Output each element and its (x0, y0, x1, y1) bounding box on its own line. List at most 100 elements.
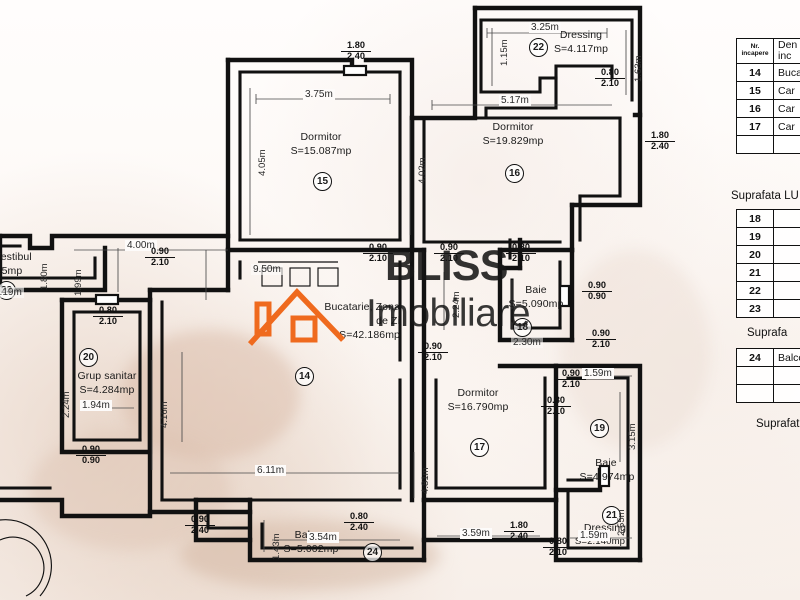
dimension-3-54m: 3.54m (307, 532, 339, 544)
table-row: 24Balco (736, 348, 800, 367)
room-number-19: 19 (590, 419, 609, 438)
opening-height: 2.10 (434, 252, 464, 264)
opening-height: 2.10 (595, 77, 625, 89)
opening-width: 0.90 (562, 368, 580, 378)
dimension-5-17m: 5.17m (499, 95, 531, 107)
opening-height: 2.40 (645, 140, 675, 152)
legend-nr: 20 (736, 245, 774, 264)
opening-marker: 1.80 2.40 (341, 41, 371, 61)
legend-name: Bai (773, 209, 800, 228)
opening-width: 0.90 (588, 280, 606, 290)
dimension-1-59m-upper: 1.59m (582, 368, 614, 380)
legend-name: Balco (773, 348, 800, 367)
opening-marker: 0.80 2.10 (543, 537, 573, 557)
opening-marker: 0.90 0.90 (582, 281, 612, 301)
room-number-14: 14 (295, 367, 314, 386)
opening-marker: 0.90 2.10 (556, 369, 586, 389)
room-label-14-area: S=42.186mp (339, 329, 400, 341)
dimension-3-25m: 3.25m (529, 22, 561, 34)
legend-nr: 15 (736, 81, 774, 101)
legend-name: Car (773, 99, 800, 119)
legend-name: Bai (773, 227, 800, 246)
dimension-3-75m: 3.75m (303, 89, 335, 101)
opening-width: 0.90 (82, 444, 100, 454)
opening-width: 0.90 (440, 242, 458, 252)
opening-height: 2.10 (93, 315, 123, 327)
opening-marker: 1.80 2.40 (645, 131, 675, 151)
opening-width: 0.80 (547, 395, 565, 405)
opening-width: 1.80 (510, 520, 528, 530)
opening-width: 0.90 (424, 341, 442, 351)
opening-height: 0.90 (582, 290, 612, 302)
room-label-21-area: S=2.140mp (574, 536, 626, 547)
dimension-1-15m: 1.15m (499, 39, 510, 66)
opening-height: 2.40 (185, 524, 215, 536)
table-row: 20Grup (736, 245, 800, 264)
opening-height: 2.10 (145, 256, 175, 268)
legend-nr (736, 384, 774, 403)
dimension-4-16m: 4.16m (159, 401, 170, 428)
opening-width: 1.80 (347, 40, 365, 50)
dimension-1-19m: 1.19m (0, 287, 24, 299)
legend-nr: 14 (736, 63, 774, 83)
room-label-14-name-line1: Bucatarie, Zona (324, 301, 400, 313)
dimension-9-50m: 9.50m (251, 264, 283, 276)
room-number-16: 16 (505, 164, 524, 183)
opening-height: 2.40 (344, 521, 374, 533)
dimension-1-43m: 1.43m (271, 533, 282, 560)
room-label-17-area: S=16.790mp (447, 401, 509, 413)
opening-width: 0.80 (549, 536, 567, 546)
room-label-23-name: Vestibul (0, 251, 32, 263)
legend-name: Grup (773, 245, 800, 264)
legend-nr: 17 (736, 117, 774, 137)
opening-marker: 0.90 2.10 (586, 329, 616, 349)
dimension-6-11m: 6.11m (255, 465, 287, 477)
legend-name: Dre (773, 263, 800, 282)
opening-marker: 0.80 2.10 (541, 396, 571, 416)
opening-height: 0.90 (76, 454, 106, 466)
table-row: 23Ves (736, 299, 800, 318)
room-label-22-area: S=4.117mp (553, 43, 609, 55)
room-label-23-area: 15mp (0, 265, 23, 277)
opening-marker: 0.80 2.10 (93, 306, 123, 326)
legend-table-block-3: 24Balco (736, 348, 800, 403)
legend-header-nr-line2: incapere (741, 50, 769, 58)
dimension-1-99m: 1.99m (73, 269, 84, 296)
table-row: 19Bai (736, 227, 800, 246)
legend-name (773, 366, 800, 385)
dimension-1-63m: 1.63m (633, 55, 644, 82)
room-label-16-area: S=19.829mp (482, 135, 544, 147)
opening-width: 0.90 (191, 514, 209, 524)
opening-width: 0.90 (592, 328, 610, 338)
dimension-1-94m: 1.94m (80, 400, 112, 412)
opening-marker: 1.80 2.40 (504, 521, 534, 541)
legend-nr (736, 366, 774, 385)
opening-height: 2.40 (504, 530, 534, 542)
legend-name (773, 135, 800, 155)
room-number-15: 15 (313, 172, 332, 191)
opening-width: 0.90 (151, 246, 169, 256)
opening-width: 0.80 (601, 67, 619, 77)
legend-name: Bucata (773, 63, 800, 83)
legend-nr: 22 (736, 281, 774, 300)
dimension-4-00m: 4.00m (125, 240, 157, 252)
legend-name (773, 384, 800, 403)
room-label-20-area: S=4.284mp (79, 384, 135, 396)
opening-height: 2.10 (541, 405, 571, 417)
opening-height: 2.40 (341, 50, 371, 62)
dimension-2-30m: 2.30m (511, 337, 543, 349)
opening-height: 2.10 (556, 378, 586, 390)
legend-header-name: Den inc (773, 37, 800, 65)
opening-marker: 0.90 2.10 (145, 247, 175, 267)
room-label-22-name: Dressing (559, 29, 603, 41)
opening-marker: 0.80 2.10 (595, 68, 625, 88)
legend-name: Dre (773, 281, 800, 300)
room-label-17-name: Dormitor (457, 387, 499, 399)
legend-caption-2: Suprafa (747, 327, 788, 339)
dimension-3-15m: 3.15m (627, 423, 638, 450)
opening-height: 2.10 (586, 338, 616, 350)
opening-width: 0.80 (99, 305, 117, 315)
